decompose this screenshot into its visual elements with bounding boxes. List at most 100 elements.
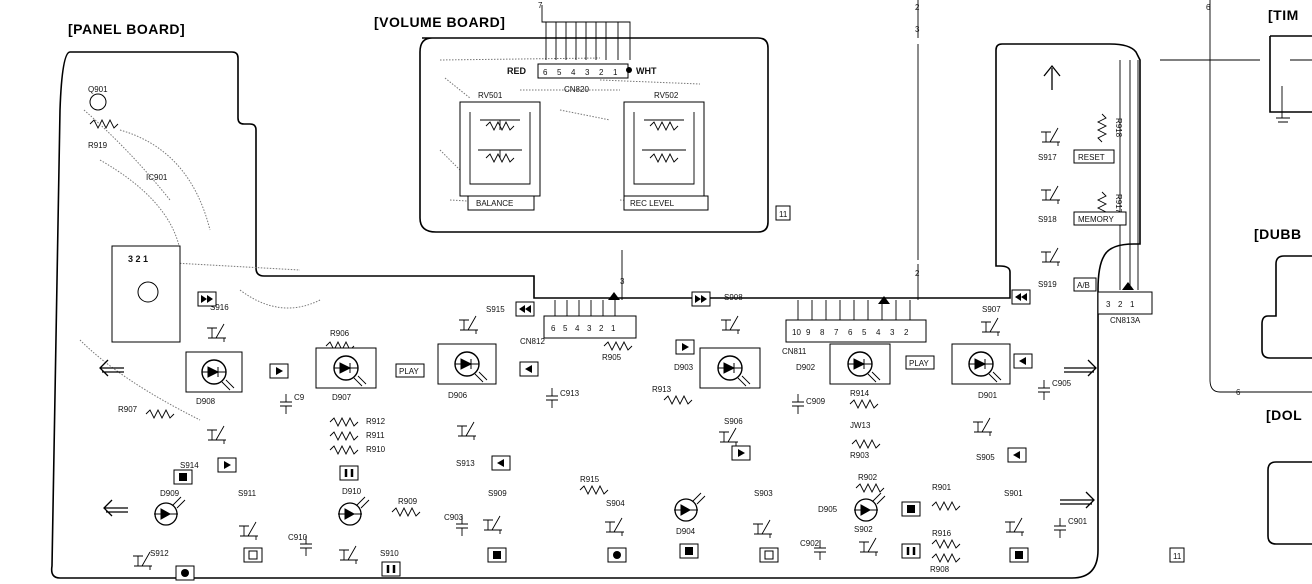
up-arrow-icon xyxy=(1043,64,1061,90)
r910-resistor xyxy=(329,444,359,456)
wht-dot xyxy=(626,67,632,73)
s901-switch xyxy=(1005,517,1024,536)
connector-pin-number: 1 xyxy=(613,68,618,77)
r911-resistor xyxy=(329,430,359,442)
r903-label: R903 xyxy=(850,451,870,460)
c905-capacitor xyxy=(1038,380,1050,400)
s907-label: S907 xyxy=(982,305,1001,314)
rv502-label: RV502 xyxy=(654,91,679,100)
wire-number-2-top: 2 xyxy=(915,3,920,12)
wire-number-6-top: 6 xyxy=(1206,3,1211,12)
d909-led xyxy=(154,496,186,526)
connector-pin-number: 2 xyxy=(904,328,909,337)
play-label-2: PLAY xyxy=(909,359,930,368)
s914-label: S914 xyxy=(180,461,199,470)
d901-label: D901 xyxy=(978,391,998,400)
connector-pin-number: 4 xyxy=(575,324,580,333)
panel-page-ref: 11 xyxy=(1173,552,1182,561)
connector-pin-number: 2 xyxy=(599,324,604,333)
d901-led xyxy=(951,343,1011,385)
reset-label: RESET xyxy=(1078,153,1105,162)
s905-tag xyxy=(1007,447,1027,463)
connector-pin-number: 4 xyxy=(876,328,881,337)
connector-pin-number: 9 xyxy=(806,328,811,337)
wire-number-2-mid: 2 xyxy=(915,269,920,278)
connector-pin-number: 5 xyxy=(862,328,867,337)
r906-label: R906 xyxy=(330,329,350,338)
c905-label: C905 xyxy=(1052,379,1072,388)
c9-label: C9 xyxy=(294,393,305,402)
r914-resistor xyxy=(849,398,879,410)
rec-level-label: REC LEVEL xyxy=(630,199,675,208)
s904-switch xyxy=(605,517,624,536)
d905-led xyxy=(854,492,886,522)
volume-page-ref-box xyxy=(775,205,791,221)
connector-pin-number: 3 xyxy=(890,328,895,337)
s909-label: S909 xyxy=(488,489,507,498)
connector-pin-number: 6 xyxy=(551,324,556,333)
c913-label: C913 xyxy=(560,389,580,398)
ab-label: A/B xyxy=(1077,281,1090,290)
harness-cn813a xyxy=(1119,59,1260,290)
s905-switch-body xyxy=(973,417,992,436)
r917-label: R917 xyxy=(1114,194,1123,214)
d910-label: D910 xyxy=(342,487,362,496)
dolby-board-outline xyxy=(1267,461,1312,545)
right-arrow-icon xyxy=(1064,359,1097,377)
cn811-connector xyxy=(785,319,927,343)
r907-label: R907 xyxy=(118,405,138,414)
r912-label: R912 xyxy=(366,417,386,426)
c910-capacitor xyxy=(300,536,312,556)
d901-tag xyxy=(1013,353,1033,369)
connector-pin-number: 4 xyxy=(571,68,576,77)
connector-pin-number: 7 xyxy=(834,328,839,337)
balance-tag xyxy=(467,195,535,211)
rv501-label: RV501 xyxy=(478,91,503,100)
s907-switch xyxy=(981,317,1000,336)
s907-tag xyxy=(1011,289,1031,305)
d907-led xyxy=(315,347,377,389)
r908-resistor xyxy=(931,552,961,564)
panel-page-ref-box xyxy=(1169,547,1185,563)
connector-pin-number: 3 xyxy=(587,324,592,333)
d907-label: D907 xyxy=(332,393,352,402)
s913-label: S913 xyxy=(456,459,475,468)
d903-led xyxy=(699,347,761,389)
cn813a-label: CN813A xyxy=(1110,316,1141,325)
c901-label: C901 xyxy=(1068,517,1088,526)
s903-label: S903 xyxy=(754,489,773,498)
connector-pin-number: 3 xyxy=(1106,300,1111,309)
s901-label: S901 xyxy=(1004,489,1023,498)
d905-label: D905 xyxy=(818,505,838,514)
volume-page-ref: 11 xyxy=(779,210,788,219)
d902-led xyxy=(829,343,891,385)
s914-switch-body xyxy=(207,425,226,444)
ic901-label: IC901 xyxy=(146,173,168,182)
r919-label: R919 xyxy=(88,141,108,150)
d903-label: D903 xyxy=(674,363,694,372)
r901-label: R901 xyxy=(932,483,952,492)
s915-label: S915 xyxy=(486,305,505,314)
rec-level-tag xyxy=(623,195,709,211)
r915-resistor xyxy=(579,484,609,496)
d910-led xyxy=(338,496,370,526)
s909-switch xyxy=(483,515,502,534)
r902-resistor xyxy=(855,482,885,494)
d908-label: D908 xyxy=(196,397,216,406)
wire-red-label: RED xyxy=(507,66,527,76)
s908-label: S908 xyxy=(724,293,743,302)
d906-led xyxy=(437,343,497,385)
s912-switch xyxy=(133,551,152,570)
r916-resistor xyxy=(931,538,961,550)
d910-pause-tag xyxy=(339,465,359,481)
cn812-label: CN812 xyxy=(520,337,545,346)
play-label-1: PLAY xyxy=(399,367,420,376)
jw13-label: JW13 xyxy=(850,421,871,430)
connector-pin-number: 2 xyxy=(599,68,604,77)
r913-label: R913 xyxy=(652,385,672,394)
connector-pin-number: 5 xyxy=(563,324,568,333)
